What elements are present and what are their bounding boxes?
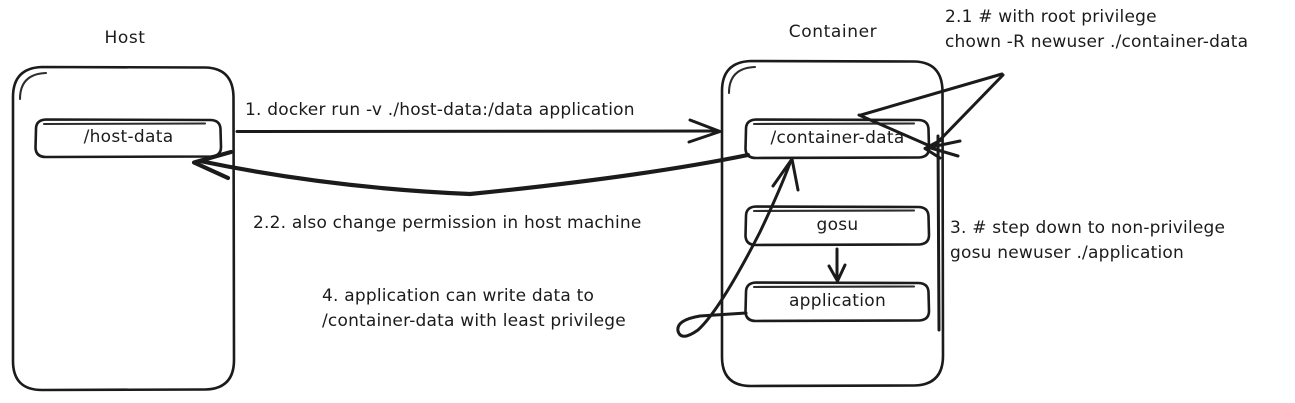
application-label: application — [788, 291, 887, 311]
host-data-box — [34, 118, 223, 159]
application-box — [744, 281, 931, 323]
gosu-label: gosu — [816, 215, 859, 235]
step2-2-arrow — [191, 149, 751, 197]
step2-2-label: 2.2. also change permission in host mach… — [253, 213, 642, 233]
container-title: Container — [788, 22, 878, 42]
step4-line1: 4. application can write data to — [322, 286, 595, 306]
host-data-label: /host-data — [83, 127, 174, 147]
step2-1-label: 2.1 # with root privilege chown -R newus… — [945, 5, 1248, 55]
step2-1-line1: 2.1 # with root privilege — [945, 7, 1157, 27]
step3-line1: 3. # step down to non-privilege — [950, 218, 1226, 238]
step2-1-arrows — [857, 72, 1005, 160]
step3-line2: gosu newuser ./application — [950, 243, 1184, 263]
step1-label: 1. docker run -v ./host-data:/data appli… — [245, 100, 635, 120]
step3-connector — [936, 134, 941, 332]
step4-label: 4. application can write data to /contai… — [322, 284, 626, 334]
step1-arrow — [235, 118, 722, 144]
step4-arrow — [676, 157, 800, 338]
gosu-box — [744, 205, 931, 247]
step2-1-line2: chown -R newuser ./container-data — [945, 32, 1249, 52]
gosu-to-application-arrow — [827, 247, 847, 283]
host-title: Host — [104, 28, 146, 48]
step4-line2: /container-data with least privilege — [322, 311, 626, 331]
host-box — [11, 65, 236, 392]
step3-label: 3. # step down to non-privilege gosu new… — [950, 216, 1225, 266]
container-data-label: /container-data — [770, 128, 905, 148]
